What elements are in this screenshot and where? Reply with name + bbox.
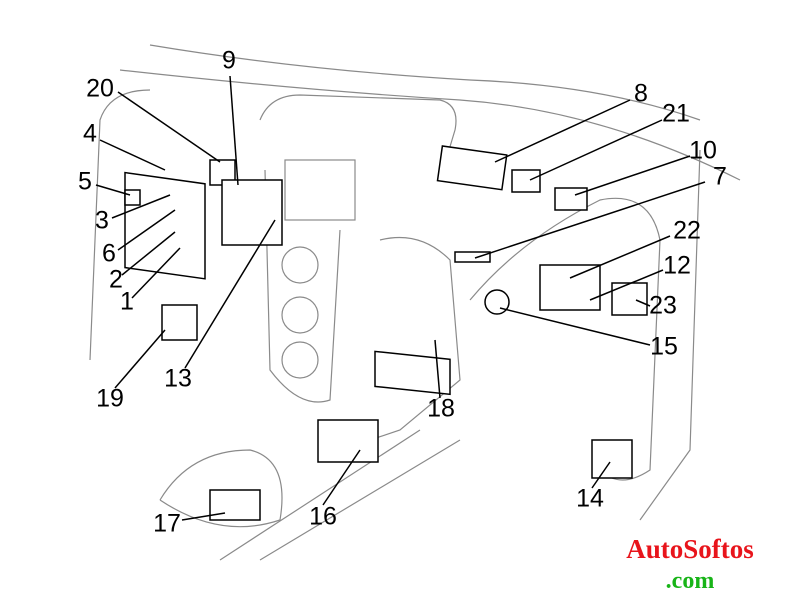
callout-7: 7: [713, 163, 727, 191]
dashboard-outline: [89, 44, 741, 561]
callout-labels: 20 9 4 5 3 6 2 1 19 13 8 21 10 7 22 12 2…: [78, 47, 727, 538]
relay-19: [161, 304, 198, 341]
callout-16: 16: [309, 503, 337, 531]
sensor-7: [454, 251, 491, 263]
callout-13: 13: [164, 365, 192, 393]
airbag-sensor-16: [317, 419, 379, 463]
callout-18: 18: [427, 395, 455, 423]
ecu-18: [374, 350, 451, 396]
relay-14: [591, 439, 633, 479]
callout-9: 9: [222, 47, 236, 75]
callout-12: 12: [663, 252, 691, 280]
module-8: [436, 145, 508, 191]
relay-21: [511, 169, 541, 193]
callout-8: 8: [634, 80, 648, 108]
callout-5: 5: [78, 168, 92, 196]
callout-2: 2: [109, 266, 123, 294]
callout-14: 14: [576, 485, 604, 513]
relay-5: [124, 189, 141, 206]
relay-10: [554, 187, 588, 211]
callout-21: 21: [662, 100, 690, 128]
callout-15: 15: [650, 333, 678, 361]
callout-20: 20: [86, 75, 114, 103]
callout-4: 4: [83, 120, 97, 148]
ecu-block-9: [221, 179, 283, 246]
callout-23: 23: [649, 292, 677, 320]
callout-19: 19: [96, 385, 124, 413]
coil-15: [484, 289, 510, 315]
relay-block-22: [539, 264, 601, 311]
relay-23: [611, 282, 648, 316]
callout-22: 22: [673, 217, 701, 245]
callout-17: 17: [153, 510, 181, 538]
callout-10: 10: [689, 137, 717, 165]
callout-1: 1: [120, 288, 134, 316]
junction-block: [124, 171, 206, 280]
sensor-17: [209, 489, 261, 521]
watermark-line2: .com: [666, 568, 715, 594]
watermark-line1: AutoSoftos: [626, 534, 754, 564]
callout-6: 6: [102, 240, 116, 268]
callout-3: 3: [95, 207, 109, 235]
watermark-logo: AutoSoftos .com: [626, 534, 754, 594]
components: [124, 145, 648, 521]
leader-lines: [95, 75, 706, 521]
